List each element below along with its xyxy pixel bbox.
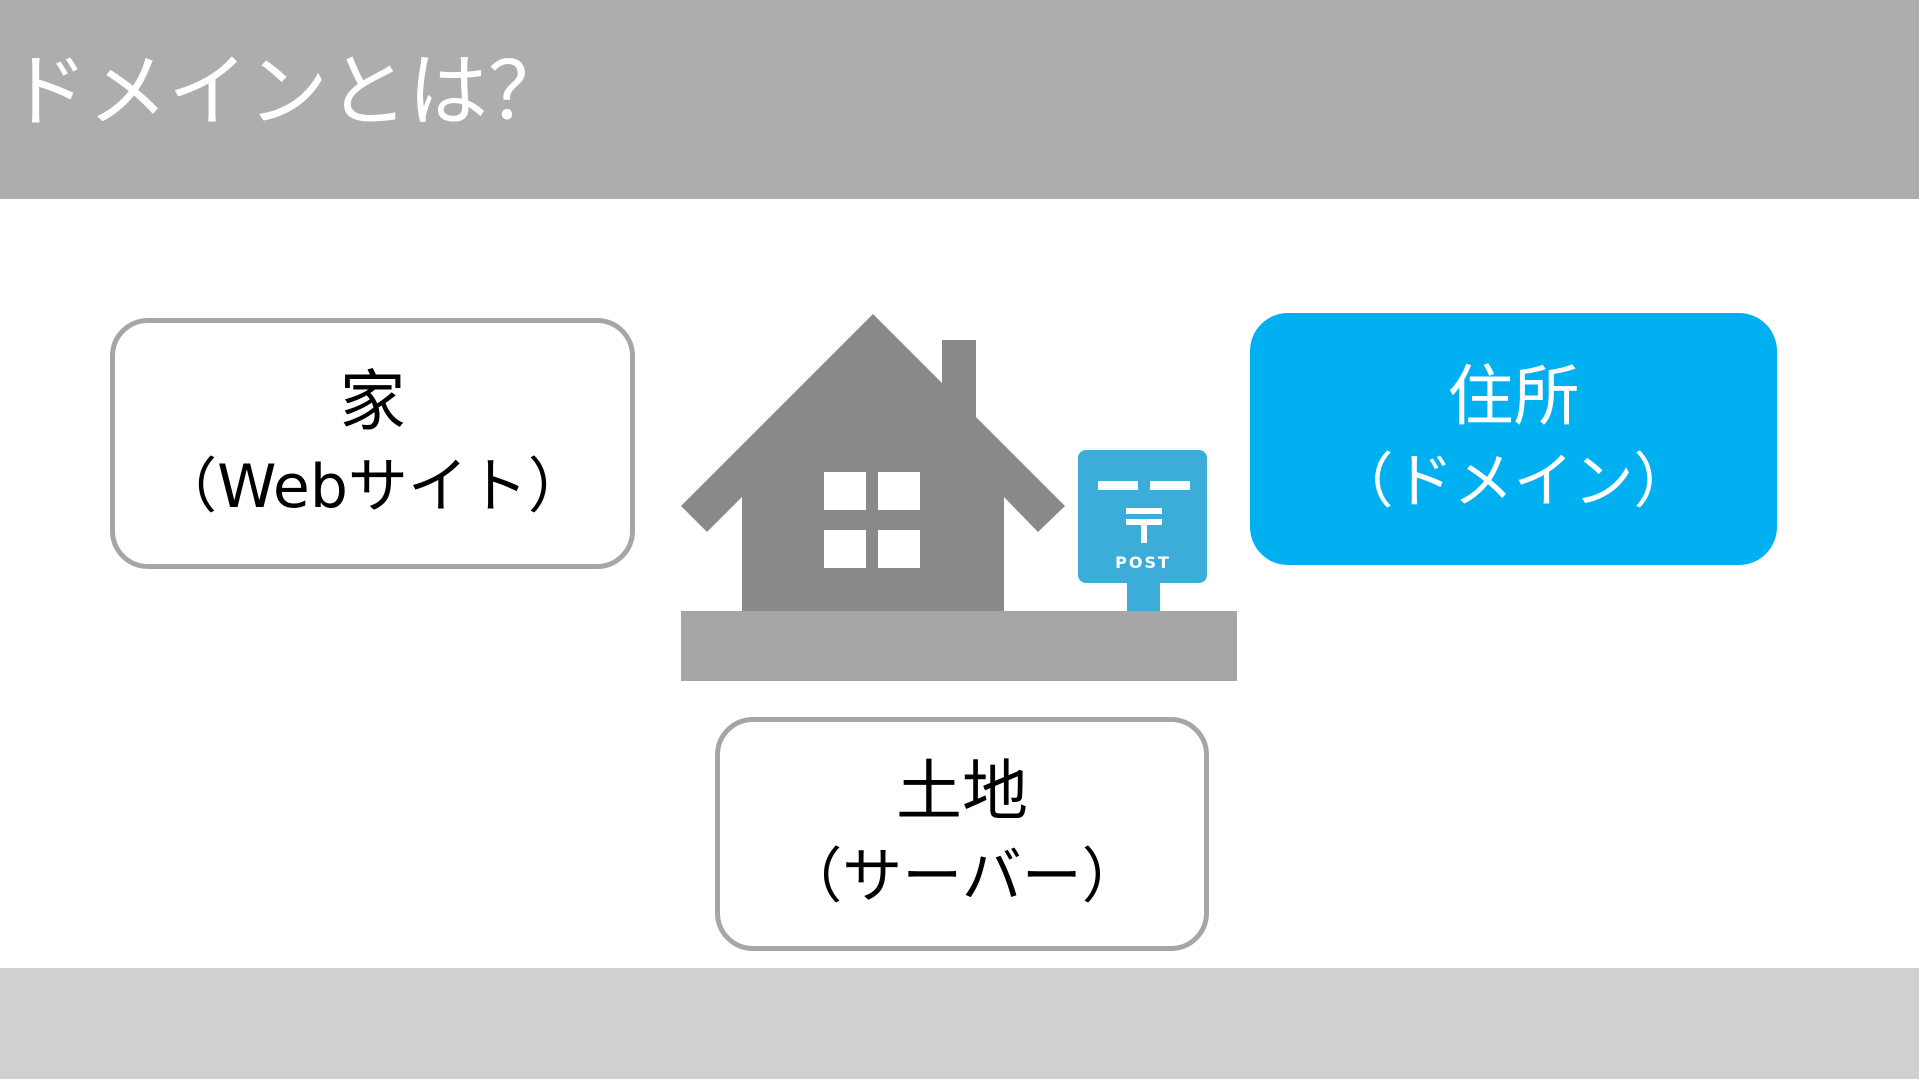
slide-title: ドメインとは？ [8, 45, 568, 138]
house-website-box: 家 （Webサイト） [110, 318, 635, 569]
land-server-box: 土地 （サーバー） [715, 717, 1209, 951]
ground-icon [681, 611, 1237, 681]
house-icon [681, 314, 1065, 614]
postbox-icon: POST [1078, 450, 1207, 614]
address-label: 住所 [1447, 358, 1580, 435]
footer-bar [0, 968, 1919, 1079]
land-label: 土地 [896, 753, 1028, 830]
address-caption: （ドメイン） [1333, 447, 1694, 517]
house-caption: （Webサイト） [157, 451, 588, 522]
title-bar: ドメインとは？ [0, 0, 1919, 199]
address-domain-box: 住所 （ドメイン） [1250, 313, 1777, 565]
postbox-label: POST [1115, 553, 1171, 572]
house-label: 家 [339, 362, 406, 440]
land-caption: （サーバー） [782, 842, 1142, 912]
